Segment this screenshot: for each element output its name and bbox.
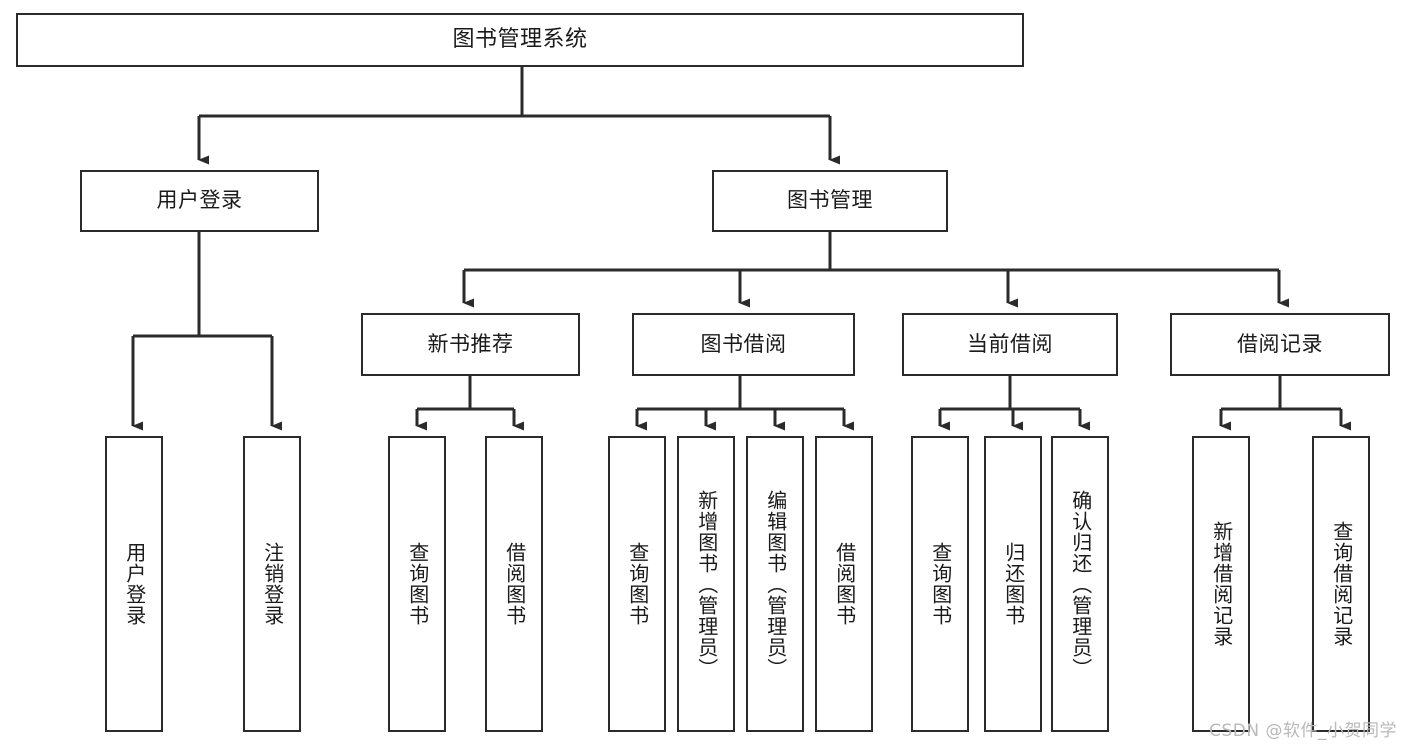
edges-user-login-to-leaves: [131, 232, 282, 431]
leaf-label: 查询图书: [625, 542, 650, 626]
leaf-label: 注销登录: [260, 542, 285, 626]
leaf-label: 归还图书: [1001, 542, 1026, 626]
node-user-login[interactable]: 用户登录: [80, 170, 319, 232]
edges-current-borrow-to-leaves: [938, 376, 1090, 431]
leaf-confirm-return-admin[interactable]: 确认归还（管理员）: [1051, 436, 1109, 732]
leaf-label: 确认归还（管理员）: [1068, 489, 1093, 679]
leaf-label: 查询图书: [405, 542, 430, 626]
edges-book-borrow-to-leaves: [635, 376, 854, 431]
node-root[interactable]: 图书管理系统: [16, 13, 1024, 67]
edges-borrow-record-to-leaves: [1219, 376, 1351, 431]
leaf-label: 借阅图书: [502, 542, 527, 626]
leaf-edit-book-admin[interactable]: 编辑图书（管理员）: [746, 436, 804, 732]
node-borrow-record[interactable]: 借阅记录: [1170, 313, 1390, 376]
node-new-book-recommend[interactable]: 新书推荐: [361, 313, 580, 376]
node-book-borrow[interactable]: 图书借阅: [632, 313, 855, 376]
csdn-watermark: CSDN @软件_小贺同学: [1209, 721, 1397, 741]
leaf-add-borrow-record[interactable]: 新增借阅记录: [1192, 436, 1250, 732]
node-book-manage[interactable]: 图书管理: [712, 170, 948, 232]
leaf-borrow-book-recommend[interactable]: 借阅图书: [485, 436, 543, 732]
leaf-label: 用户登录: [122, 542, 147, 626]
leaf-query-book-current[interactable]: 查询图书: [911, 436, 969, 732]
leaf-label: 借阅图书: [832, 542, 857, 626]
leaf-return-book[interactable]: 归还图书: [984, 436, 1042, 732]
leaf-user-logout[interactable]: 注销登录: [243, 436, 301, 732]
leaf-borrow-book[interactable]: 借阅图书: [815, 436, 873, 732]
leaf-label: 查询借阅记录: [1329, 521, 1354, 647]
leaf-query-book-borrow[interactable]: 查询图书: [608, 436, 666, 732]
leaf-query-book-recommend[interactable]: 查询图书: [388, 436, 446, 732]
node-current-borrow[interactable]: 当前借阅: [902, 313, 1118, 376]
leaf-user-login[interactable]: 用户登录: [105, 436, 163, 732]
leaf-label: 查询图书: [928, 542, 953, 626]
edges-new-book-rec-to-leaves: [415, 376, 524, 431]
leaf-label: 新增图书（管理员）: [694, 489, 719, 679]
leaf-query-borrow-record[interactable]: 查询借阅记录: [1312, 436, 1370, 732]
leaf-add-book-admin[interactable]: 新增图书（管理员）: [677, 436, 735, 732]
leaf-label: 新增借阅记录: [1209, 521, 1234, 647]
edges-root-to-level2: [197, 67, 840, 165]
leaf-label: 编辑图书（管理员）: [763, 489, 788, 679]
edges-book-manage-to-level3: [462, 232, 1289, 308]
